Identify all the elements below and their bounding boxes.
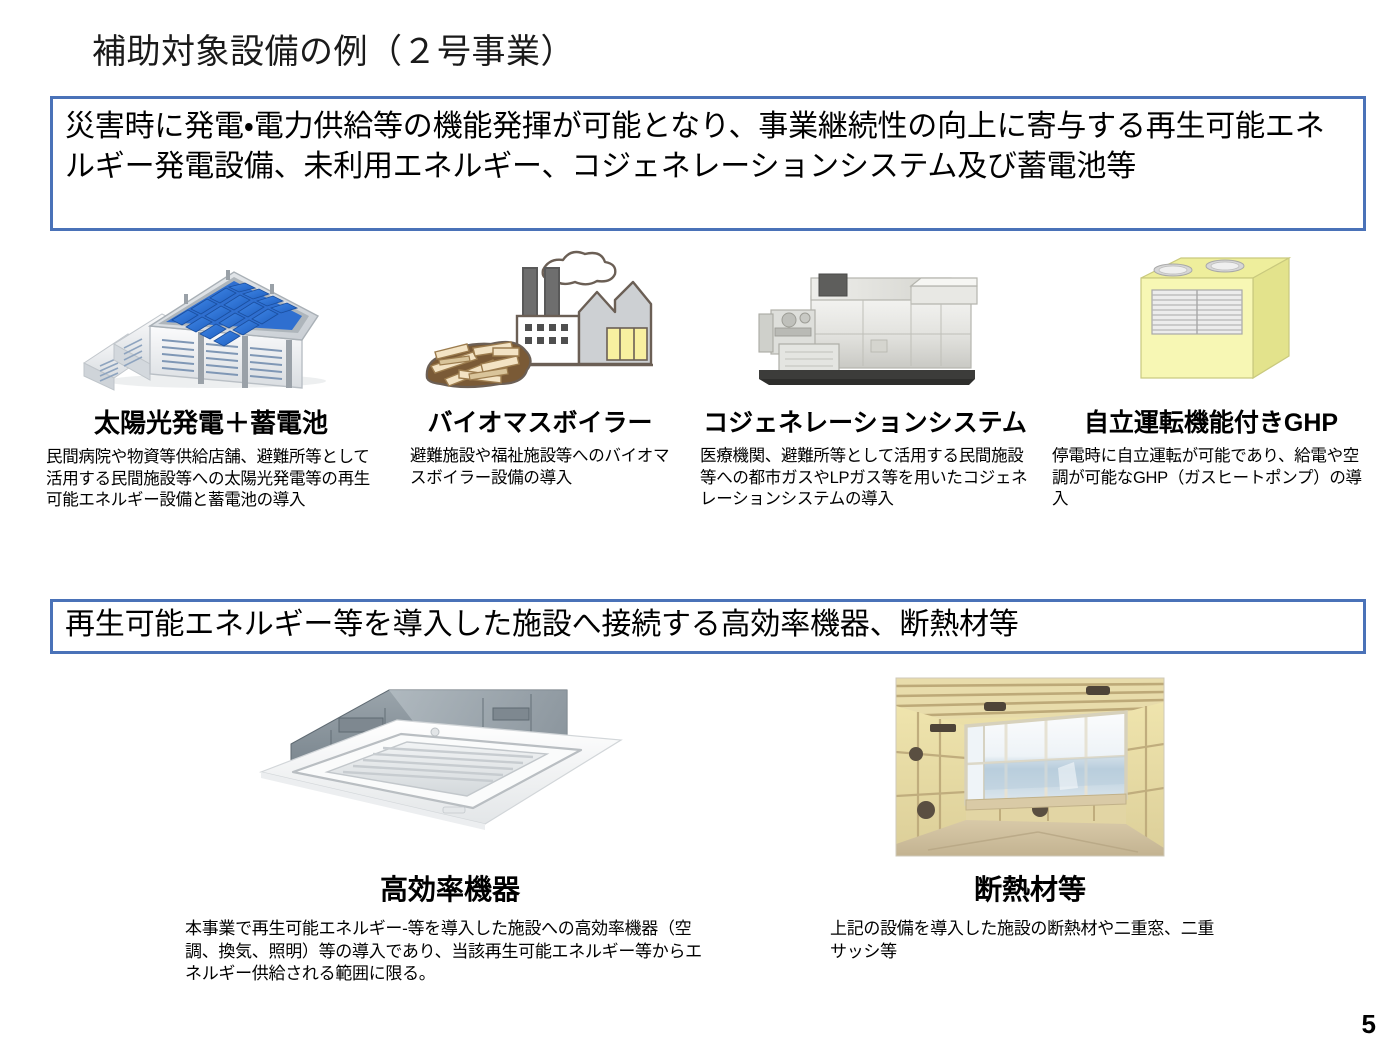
ceiling-cassette-ac-figure xyxy=(185,672,715,864)
banner-efficiency-scope: 再生可能エネルギー等を導入した施設へ接続する高効率機器、断熱材等 xyxy=(50,599,1366,654)
equipment-card-insulation[interactable]: 断熱材等 上記の設備を導入した施設の断熱材や二重窓、二重サッシ等 xyxy=(830,672,1230,963)
solar-panel-building-figure xyxy=(46,248,376,403)
equipment-card-biomass-caption: バイオマスボイラー xyxy=(427,409,653,437)
biomass-boiler-figure xyxy=(410,248,670,403)
solar-panel-building-icon xyxy=(83,270,326,391)
equipment-row-top: 太陽光発電＋蓄電池 民間病院や物資等供給店舗、避難所等として活用する民間施設等へ… xyxy=(0,248,1400,568)
equipment-card-cogeneration-caption: コジェネレーションシステム xyxy=(703,409,1027,437)
cogeneration-unit-figure xyxy=(700,248,1030,403)
wall-insulation-icon xyxy=(895,677,1165,857)
equipment-card-high-efficiency-caption: 高効率機器 xyxy=(379,874,520,905)
ceiling-cassette-ac-icon xyxy=(258,689,623,830)
equipment-card-ghp[interactable]: 自立運転機能付きGHP 停電時に自立運転が可能であり、給電や空調が可能なGHP（… xyxy=(1052,248,1370,511)
banner-renewable-scope-text: 災害時に発電・電力供給等の機能発揮が可能となり、事業継続性の向上に寄与する再生可… xyxy=(65,110,1325,183)
page-title: 補助対象設備の例（２号事業） xyxy=(92,33,575,71)
equipment-card-insulation-description: 上記の設備を導入した施設の断熱材や二重窓、二重サッシ等 xyxy=(830,919,1215,961)
page-number: 5 xyxy=(1361,1009,1376,1039)
equipment-card-ghp-caption: 自立運転機能付きGHP xyxy=(1083,409,1339,437)
banner-renewable-scope: 災害時に発電・電力供給等の機能発揮が可能となり、事業継続性の向上に寄与する再生可… xyxy=(50,96,1366,231)
equipment-card-cogeneration-description: 医療機関、避難所等として活用する民間施設等への都市ガスやLPガス等を用いたコジェ… xyxy=(700,446,1028,509)
equipment-card-biomass-description: 避難施設や福祉施設等へのバイオマスボイラー設備の導入 xyxy=(410,446,670,487)
equipment-card-high-efficiency-description: 本事業で再生可能エネルギー-等を導入した施設への高効率機器（空調、換気、照明）等… xyxy=(185,919,702,984)
equipment-card-ghp-description: 停電時に自立運転が可能であり、給電や空調が可能なGHP（ガスヒートポンプ）の導入 xyxy=(1052,446,1362,509)
cogeneration-unit-icon xyxy=(758,273,978,385)
equipment-card-cogeneration[interactable]: コジェネレーションシステム 医療機関、避難所等として活用する民間施設等への都市ガ… xyxy=(700,248,1030,511)
gas-heat-pump-figure xyxy=(1052,248,1370,403)
equipment-card-solar-caption: 太陽光発電＋蓄電池 xyxy=(93,408,328,438)
equipment-card-solar-description: 民間病院や物資等供給店舗、避難所等として活用する民間施設等への太陽光発電等の再生… xyxy=(46,447,371,510)
wall-insulation-figure xyxy=(830,672,1230,864)
equipment-card-solar[interactable]: 太陽光発電＋蓄電池 民間病院や物資等供給店舗、避難所等として活用する民間施設等へ… xyxy=(46,248,376,512)
banner-efficiency-scope-text: 再生可能エネルギー等を導入した施設へ接続する高効率機器、断熱材等 xyxy=(65,608,1019,641)
equipment-card-biomass[interactable]: バイオマスボイラー 避難施設や福祉施設等へのバイオマスボイラー設備の導入 xyxy=(410,248,670,489)
equipment-card-insulation-caption: 断熱材等 xyxy=(973,874,1086,905)
gas-heat-pump-icon xyxy=(1140,256,1292,380)
equipment-card-high-efficiency[interactable]: 高効率機器 本事業で再生可能エネルギー-等を導入した施設への高効率機器（空調、換… xyxy=(185,672,715,986)
equipment-row-bottom: 高効率機器 本事業で再生可能エネルギー-等を導入した施設への高効率機器（空調、換… xyxy=(0,672,1400,1012)
biomass-boiler-icon xyxy=(425,250,653,389)
